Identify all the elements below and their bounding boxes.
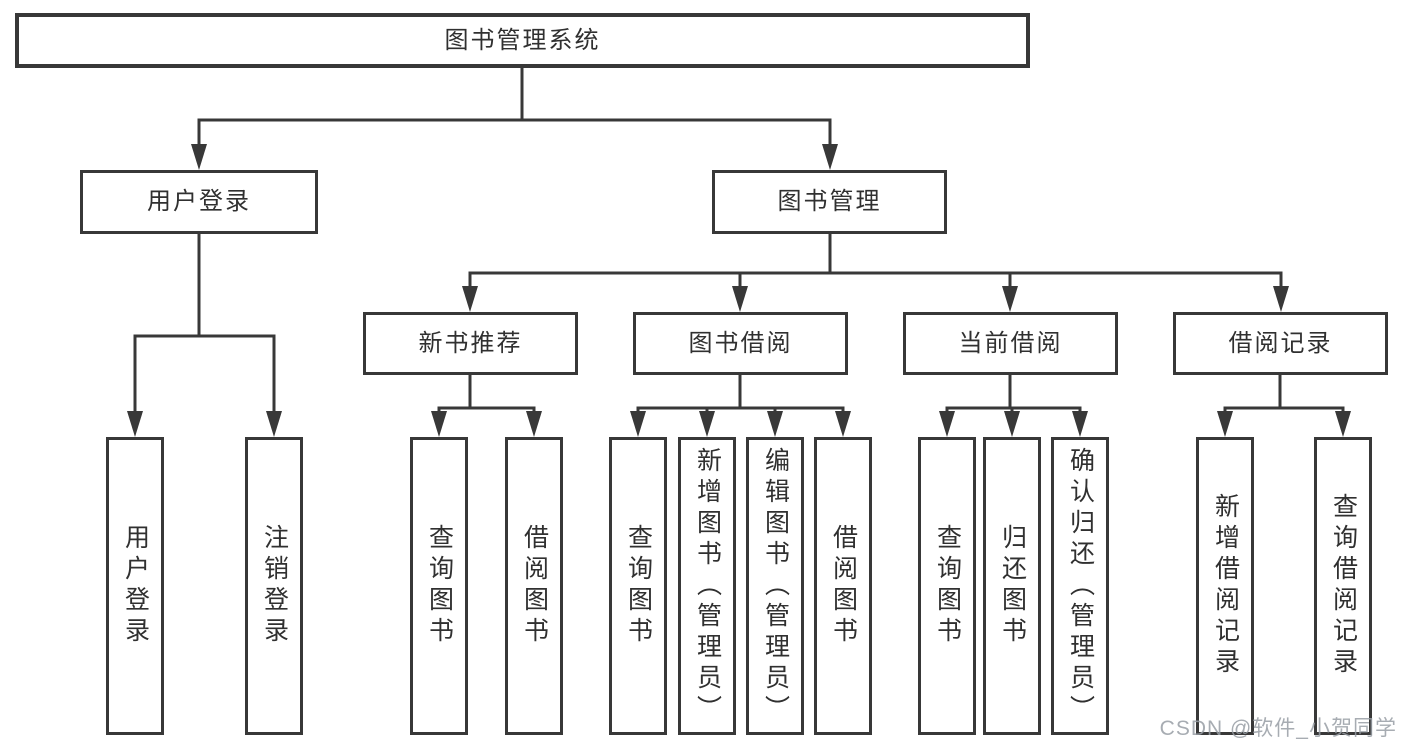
leaf-records-query-borrow-record: 查询借阅记录 <box>1314 437 1372 735</box>
connector-root-to-level2 <box>197 68 832 146</box>
arrowheads-level2 <box>191 144 838 170</box>
node-library-management-system: 图书管理系统 <box>15 13 1030 68</box>
leaf-borrowing-query-book: 查询图书 <box>609 437 667 735</box>
leaf-logout-login: 注销登录 <box>245 437 303 735</box>
leaf-borrowing-add-book-admin: 新增图书（管理员） <box>678 437 736 735</box>
leaf-records-add-borrow-record: 新增借阅记录 <box>1196 437 1254 735</box>
connector-bor-to-leaves <box>636 375 845 413</box>
leaf-user-login: 用户登录 <box>106 437 164 735</box>
leaf-recommend-borrow-book: 借阅图书 <box>505 437 563 735</box>
node-book-borrowing: 图书借阅 <box>633 312 848 375</box>
leaf-current-return-book: 归还图书 <box>983 437 1041 735</box>
arrowheads-login-leaves <box>127 411 282 437</box>
leaf-borrowing-borrow-book: 借阅图书 <box>814 437 872 735</box>
node-new-book-recommend: 新书推荐 <box>363 312 578 375</box>
connector-cur-to-leaves <box>945 375 1082 413</box>
connector-mgmt-to-level3 <box>468 234 1283 289</box>
leaf-borrowing-edit-book-admin: 编辑图书（管理员） <box>746 437 804 735</box>
leaf-current-query-book: 查询图书 <box>918 437 976 735</box>
node-book-management: 图书管理 <box>712 170 947 234</box>
arrowheads-cur-leaves <box>939 411 1088 437</box>
connector-recs-to-leaves <box>1223 375 1345 413</box>
arrowheads-rec-leaves <box>431 411 542 437</box>
leaf-recommend-query-book: 查询图书 <box>410 437 468 735</box>
arrowheads-level3 <box>462 286 1289 312</box>
node-current-borrowing: 当前借阅 <box>903 312 1118 375</box>
csdn-watermark: CSDN @软件_小贺同学 <box>1159 717 1397 740</box>
connector-rec-to-leaves <box>437 375 536 413</box>
connector-login-to-leaves <box>133 234 276 413</box>
node-user-login: 用户登录 <box>80 170 318 234</box>
leaf-current-confirm-return-admin: 确认归还（管理员） <box>1051 437 1109 735</box>
arrowheads-recs-leaves <box>1217 411 1351 437</box>
node-borrowing-records: 借阅记录 <box>1173 312 1388 375</box>
arrowheads-bor-leaves <box>630 411 851 437</box>
